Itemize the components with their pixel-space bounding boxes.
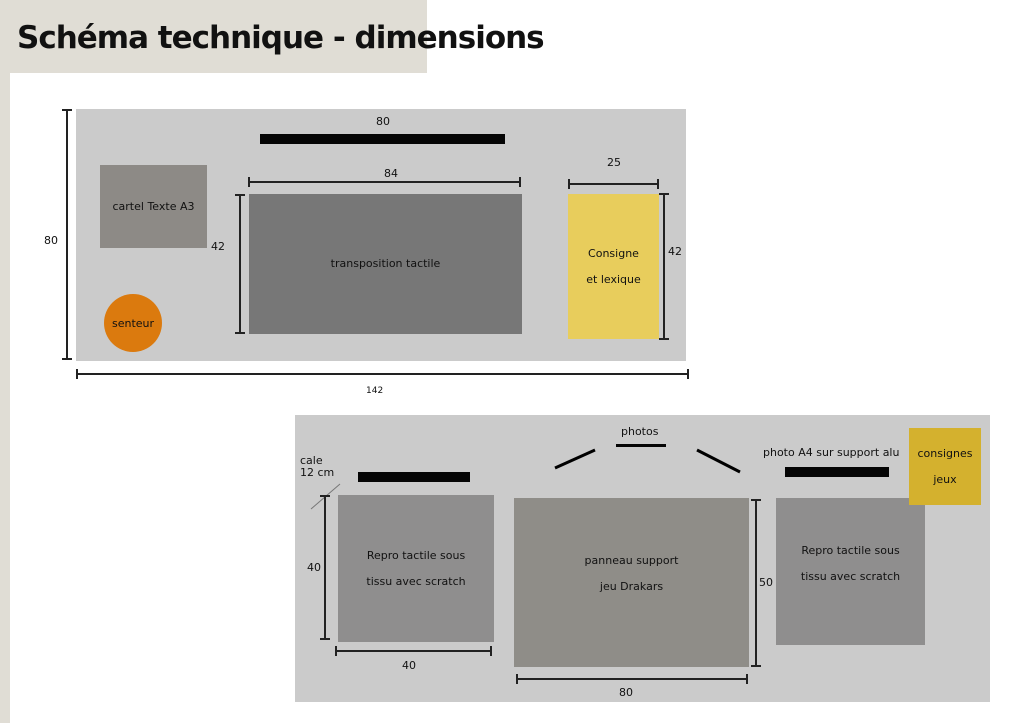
- repro-width-label: 40: [402, 659, 416, 672]
- senteur-label: senteur: [111, 316, 155, 330]
- dim-25-label: 25: [607, 156, 621, 169]
- bar-label: 80: [376, 115, 390, 128]
- panneau-line2: jeu Drakars: [599, 580, 664, 593]
- page-title: Schéma technique - dimensions: [17, 20, 545, 56]
- transposition-box: transposition tactile: [249, 194, 522, 334]
- cartel-box: cartel Texte A3: [100, 165, 207, 248]
- repro-left-line2: tissu avec scratch: [366, 574, 466, 588]
- senteur-circle: senteur: [104, 294, 162, 352]
- cale-line2: 12 cm: [300, 466, 335, 479]
- consigne-box: Consigne et lexique: [568, 194, 659, 339]
- consignes-line2: jeux: [933, 472, 957, 486]
- dim-84-label: 84: [384, 167, 398, 180]
- transposition-label: transposition tactile: [330, 257, 441, 270]
- repro-height-label: 40: [307, 561, 321, 574]
- dim-84-line: [248, 177, 521, 187]
- side-strip: [0, 73, 10, 723]
- total-height-label: 80: [44, 234, 58, 247]
- panneau-height-label: 50: [759, 576, 773, 589]
- panneau-height-line: [751, 499, 761, 667]
- cale-line1: cale: [300, 454, 323, 467]
- repro-right-line1: Repro tactile sous: [801, 544, 900, 557]
- consignes-jeux-box: consignes jeux: [909, 428, 981, 505]
- repro-width-line: [335, 646, 492, 656]
- transposition-height-line: [235, 194, 245, 334]
- cartel-label: cartel Texte A3: [112, 199, 195, 213]
- repro-right-box: Repro tactile sous tissu avec scratch: [776, 498, 925, 645]
- repro-left-box: Repro tactile sous tissu avec scratch: [338, 495, 494, 642]
- consigne-line2: et lexique: [586, 272, 641, 286]
- consigne-line1: Consigne: [588, 246, 639, 260]
- photo-a4-bar: [785, 467, 889, 477]
- photos-label: photos: [621, 425, 659, 438]
- repro-right-line2: tissu avec scratch: [800, 570, 901, 583]
- height-42-right-label: 42: [668, 245, 682, 258]
- repro-left-line1: Repro tactile sous: [366, 548, 466, 562]
- total-height-line: [62, 109, 72, 360]
- repro-height-line: [320, 495, 330, 640]
- photo-bar-left: [554, 448, 596, 470]
- total-width-label: 142: [366, 386, 384, 396]
- panneau-box: panneau support jeu Drakars: [514, 498, 749, 667]
- photo-bar-center: [616, 444, 666, 447]
- title-banner: [0, 0, 427, 73]
- photo-a4-label: photo A4 sur support alu: [763, 446, 900, 459]
- photo-bar-right: [696, 448, 741, 474]
- top-bar: [260, 134, 505, 144]
- repro-left-bar: [358, 472, 470, 482]
- cale-label: cale 12 cm: [300, 455, 334, 479]
- panneau-width-line: [516, 674, 748, 684]
- consigne-height-line: [659, 193, 669, 340]
- total-width-line: [76, 369, 689, 379]
- panneau-line1: panneau support: [584, 554, 679, 567]
- height-42-left-label: 42: [211, 240, 225, 253]
- dim-25-line: [568, 179, 659, 189]
- consignes-line1: consignes: [917, 446, 973, 460]
- panneau-width-label: 80: [619, 686, 633, 699]
